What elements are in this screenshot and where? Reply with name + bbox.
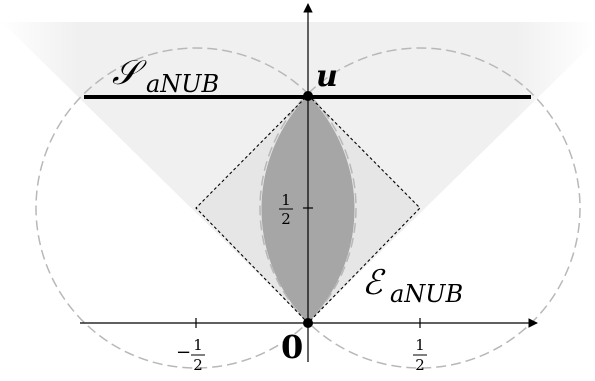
y-den: 2 [281, 210, 291, 228]
point-u [303, 91, 313, 101]
e-label-sub: aNUB [390, 280, 463, 308]
y-num: 1 [281, 191, 291, 209]
x-neg-den: 2 [193, 356, 203, 374]
point-zero [303, 318, 313, 328]
zero-label: 0 [281, 328, 303, 366]
x-neg-sign: − [176, 342, 191, 363]
s-label-sub: aNUB [146, 70, 219, 98]
top-mask [0, 0, 595, 22]
x-neg-num: 1 [193, 336, 203, 354]
cone-fade-left [0, 0, 80, 260]
right-circle [259, 47, 581, 369]
u-label: u [316, 59, 338, 94]
cone-fade-right [515, 0, 595, 260]
left-circle [35, 47, 357, 369]
x-pos-num: 1 [415, 336, 425, 354]
x-pos-den: 2 [415, 356, 425, 374]
e-label-main: ℰ [362, 263, 386, 303]
